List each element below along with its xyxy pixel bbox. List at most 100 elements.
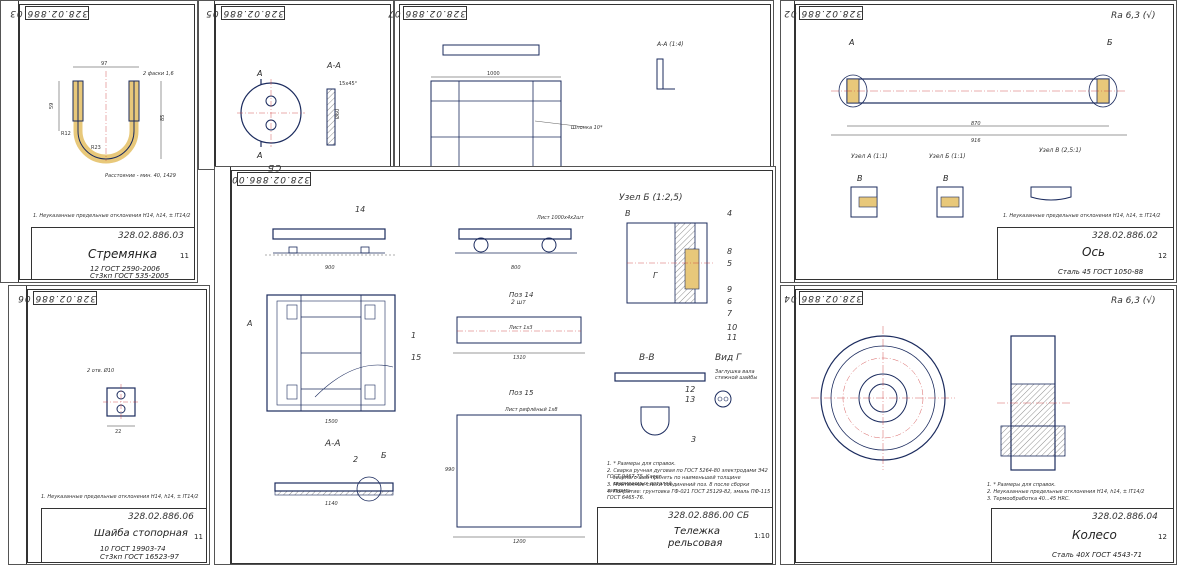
title-block-material: 10 ГОСТ 19903-74 <box>100 545 166 553</box>
main-callout: 2 <box>353 455 359 464</box>
title-block-quantity: 11 <box>180 252 189 260</box>
main-note: 3. Монтажные стыки соединений поз. 8 пос… <box>607 482 750 494</box>
koleso-note: 3. Термообработка 40...45 HRC. <box>987 496 1071 502</box>
stremyanka-note: 1. Неуказанные предельные отклонения H14… <box>33 213 191 219</box>
svg-text:Б: Б <box>1107 38 1113 47</box>
title-block-quantity: 12 <box>1158 533 1167 541</box>
svg-text:В: В <box>943 174 949 183</box>
os-dim-total: 916 <box>971 138 981 144</box>
title-block: 328.02.886.00 СБ Тележка рельсовая 1:10 <box>597 507 773 564</box>
title-block-code: 328.02.886.04 <box>1092 512 1158 522</box>
main-callout: 13 <box>685 395 696 404</box>
part-07-section: А-А (1:4) <box>657 41 684 48</box>
os-uzel-v: Узел В (2,5:1) <box>1039 147 1082 154</box>
main-note: 4. Покрытие: грунтовка ГФ-021 ГОСТ 25129… <box>607 489 771 501</box>
main-callout: 10 <box>727 323 738 332</box>
part-05-section: А-А <box>327 61 341 70</box>
svg-text:А: А <box>256 151 262 160</box>
main-label-g: Г <box>653 271 658 280</box>
svg-text:Ø60: Ø60 <box>334 109 341 119</box>
svg-text:А: А <box>848 38 854 47</box>
shayba-drawing: 22 <box>103 384 139 435</box>
svg-text:R12: R12 <box>61 131 71 137</box>
title-block-material: Ст3кп ГОСТ 535-2005 <box>90 272 169 280</box>
shayba-note: 1. Неуказанные предельные отклонения H14… <box>41 494 199 500</box>
main-dim: 1500 <box>325 419 338 425</box>
sheet-part-05: 328.02.886.05 А А 15х45° Ø60 А-А <box>198 0 394 170</box>
stremyanka-callout: Расстояние - мин. 40, 1429 <box>105 173 176 179</box>
title-block-title: Тележка <box>674 526 720 537</box>
title-block-quantity: 11 <box>194 533 203 541</box>
svg-text:R23: R23 <box>91 145 101 151</box>
sheet-frame <box>231 170 773 564</box>
title-block-title: рельсовая <box>668 538 723 549</box>
sheet-frame <box>795 289 1174 563</box>
title-block-code: 328.02.886.03 <box>118 231 184 241</box>
sheet-side-strip <box>9 286 27 564</box>
title-block-title: Шайба стопорная <box>94 528 188 539</box>
title-block-material: 12 ГОСТ 2590-2006 <box>90 265 161 273</box>
sheet-part-07: 328.02.886.07 1000 А-А (1:4) Шпонка 10* <box>387 0 774 170</box>
main-note: 2. Сварка ручная дуговая по ГОСТ 5264-80… <box>607 468 768 480</box>
main-callout: 1 <box>411 331 417 340</box>
main-note: сварного шва принять по наименьшей толщи… <box>613 475 741 487</box>
koleso-note: 2. Неуказанные предельные отклонения H14… <box>987 489 1145 495</box>
main-dim: 900 <box>325 265 335 271</box>
main-callout: 14 <box>355 205 366 214</box>
main-callout: 8 <box>727 247 733 256</box>
os-uzel-b: Узел Б (1:1) <box>929 153 966 160</box>
os-dim-inner: 870 <box>971 121 981 127</box>
title-block-title: Стремянка <box>88 247 158 261</box>
sheet-roughness: Ra 6,3 (√) <box>1111 11 1156 21</box>
sheet-roughness: Ra 6,3 (√) <box>1111 296 1156 306</box>
svg-text:85: 85 <box>160 115 166 121</box>
part-05-drawing: А А 15х45° Ø60 <box>237 69 358 160</box>
main-dim: 800 <box>511 265 521 271</box>
main-label-v: В <box>625 209 631 218</box>
sheet-side-strip <box>1 1 19 282</box>
os-note: 1. Неуказанные предельные отклонения H14… <box>1003 213 1161 219</box>
main-vid-g: Вид Г <box>715 353 742 363</box>
main-callout: 15 <box>411 353 422 362</box>
main-poz15: Поз 15 <box>509 389 534 397</box>
title-block-code: 328.02.886.00 СБ <box>668 511 750 521</box>
sheet-shayba: 328.02.886.06 22 2 отв. Ø10 1. Неуказанн… <box>8 285 210 565</box>
title-block: 328.02.886.04 Колесо Сталь 40Х ГОСТ 4543… <box>991 508 1174 563</box>
shayba-callout: 2 отв. Ø10 <box>87 368 115 374</box>
main-callout: 9 <box>727 285 733 294</box>
sheet-side-strip <box>199 1 215 169</box>
koleso-drawing <box>811 326 1071 471</box>
svg-text:15х45°: 15х45° <box>339 81 358 87</box>
part-07-callout: Шпонка 10* <box>571 125 603 131</box>
title-block-quantity: 12 <box>1158 252 1167 260</box>
main-dim: 1140 <box>325 501 338 507</box>
title-block-title: Колесо <box>1072 528 1117 542</box>
main-drawing <box>265 222 732 538</box>
stremyanka-dim-chamfer: 2 фаски 1,6 <box>143 71 174 77</box>
main-poz14: Поз 14 <box>509 291 534 299</box>
os-drawing: А Б В В <box>831 38 1127 218</box>
svg-text:В: В <box>857 174 863 183</box>
main-list-p14: Лист 1х3 <box>509 325 533 331</box>
main-dim: 990 <box>445 467 455 473</box>
main-dim: 1200 <box>513 539 526 545</box>
title-block-code: 328.02.886.06 <box>128 512 194 522</box>
title-block: 328.02.886.06 Шайба стопорная 10 ГОСТ 19… <box>41 508 207 563</box>
os-uzel-a: Узел А (1:1) <box>851 153 888 160</box>
title-block-material: Сталь 45 ГОСТ 1050-88 <box>1058 268 1144 276</box>
title-block-scale: 1:10 <box>754 532 770 540</box>
sheet-main-assembly: 328.02.886.00 СБ <box>214 162 776 565</box>
main-callout: 3 <box>691 435 697 444</box>
main-callout: 12 <box>685 385 696 394</box>
title-block-title: Ось <box>1082 245 1106 259</box>
main-sec-vv: В-В <box>639 353 655 363</box>
svg-text:97: 97 <box>101 61 107 67</box>
main-uzel-b: Узел Б (1:2,5) <box>619 193 683 203</box>
sheet-os: 328.02.886.02 Ra 6,3 (√) А Б В В 916 870… <box>780 0 1177 283</box>
sheet-stremyanka: 328.02.886.03 97 59 85 R12 R23 Расстояни… <box>0 0 198 283</box>
title-block-material: Ст3кп ГОСТ 16523-97 <box>100 553 179 561</box>
sheet-side-strip <box>781 1 795 282</box>
main-callout: 6 <box>727 297 733 306</box>
main-callout: 4 <box>727 209 733 218</box>
koleso-note: 1. * Размеры для справок. <box>987 482 1056 488</box>
